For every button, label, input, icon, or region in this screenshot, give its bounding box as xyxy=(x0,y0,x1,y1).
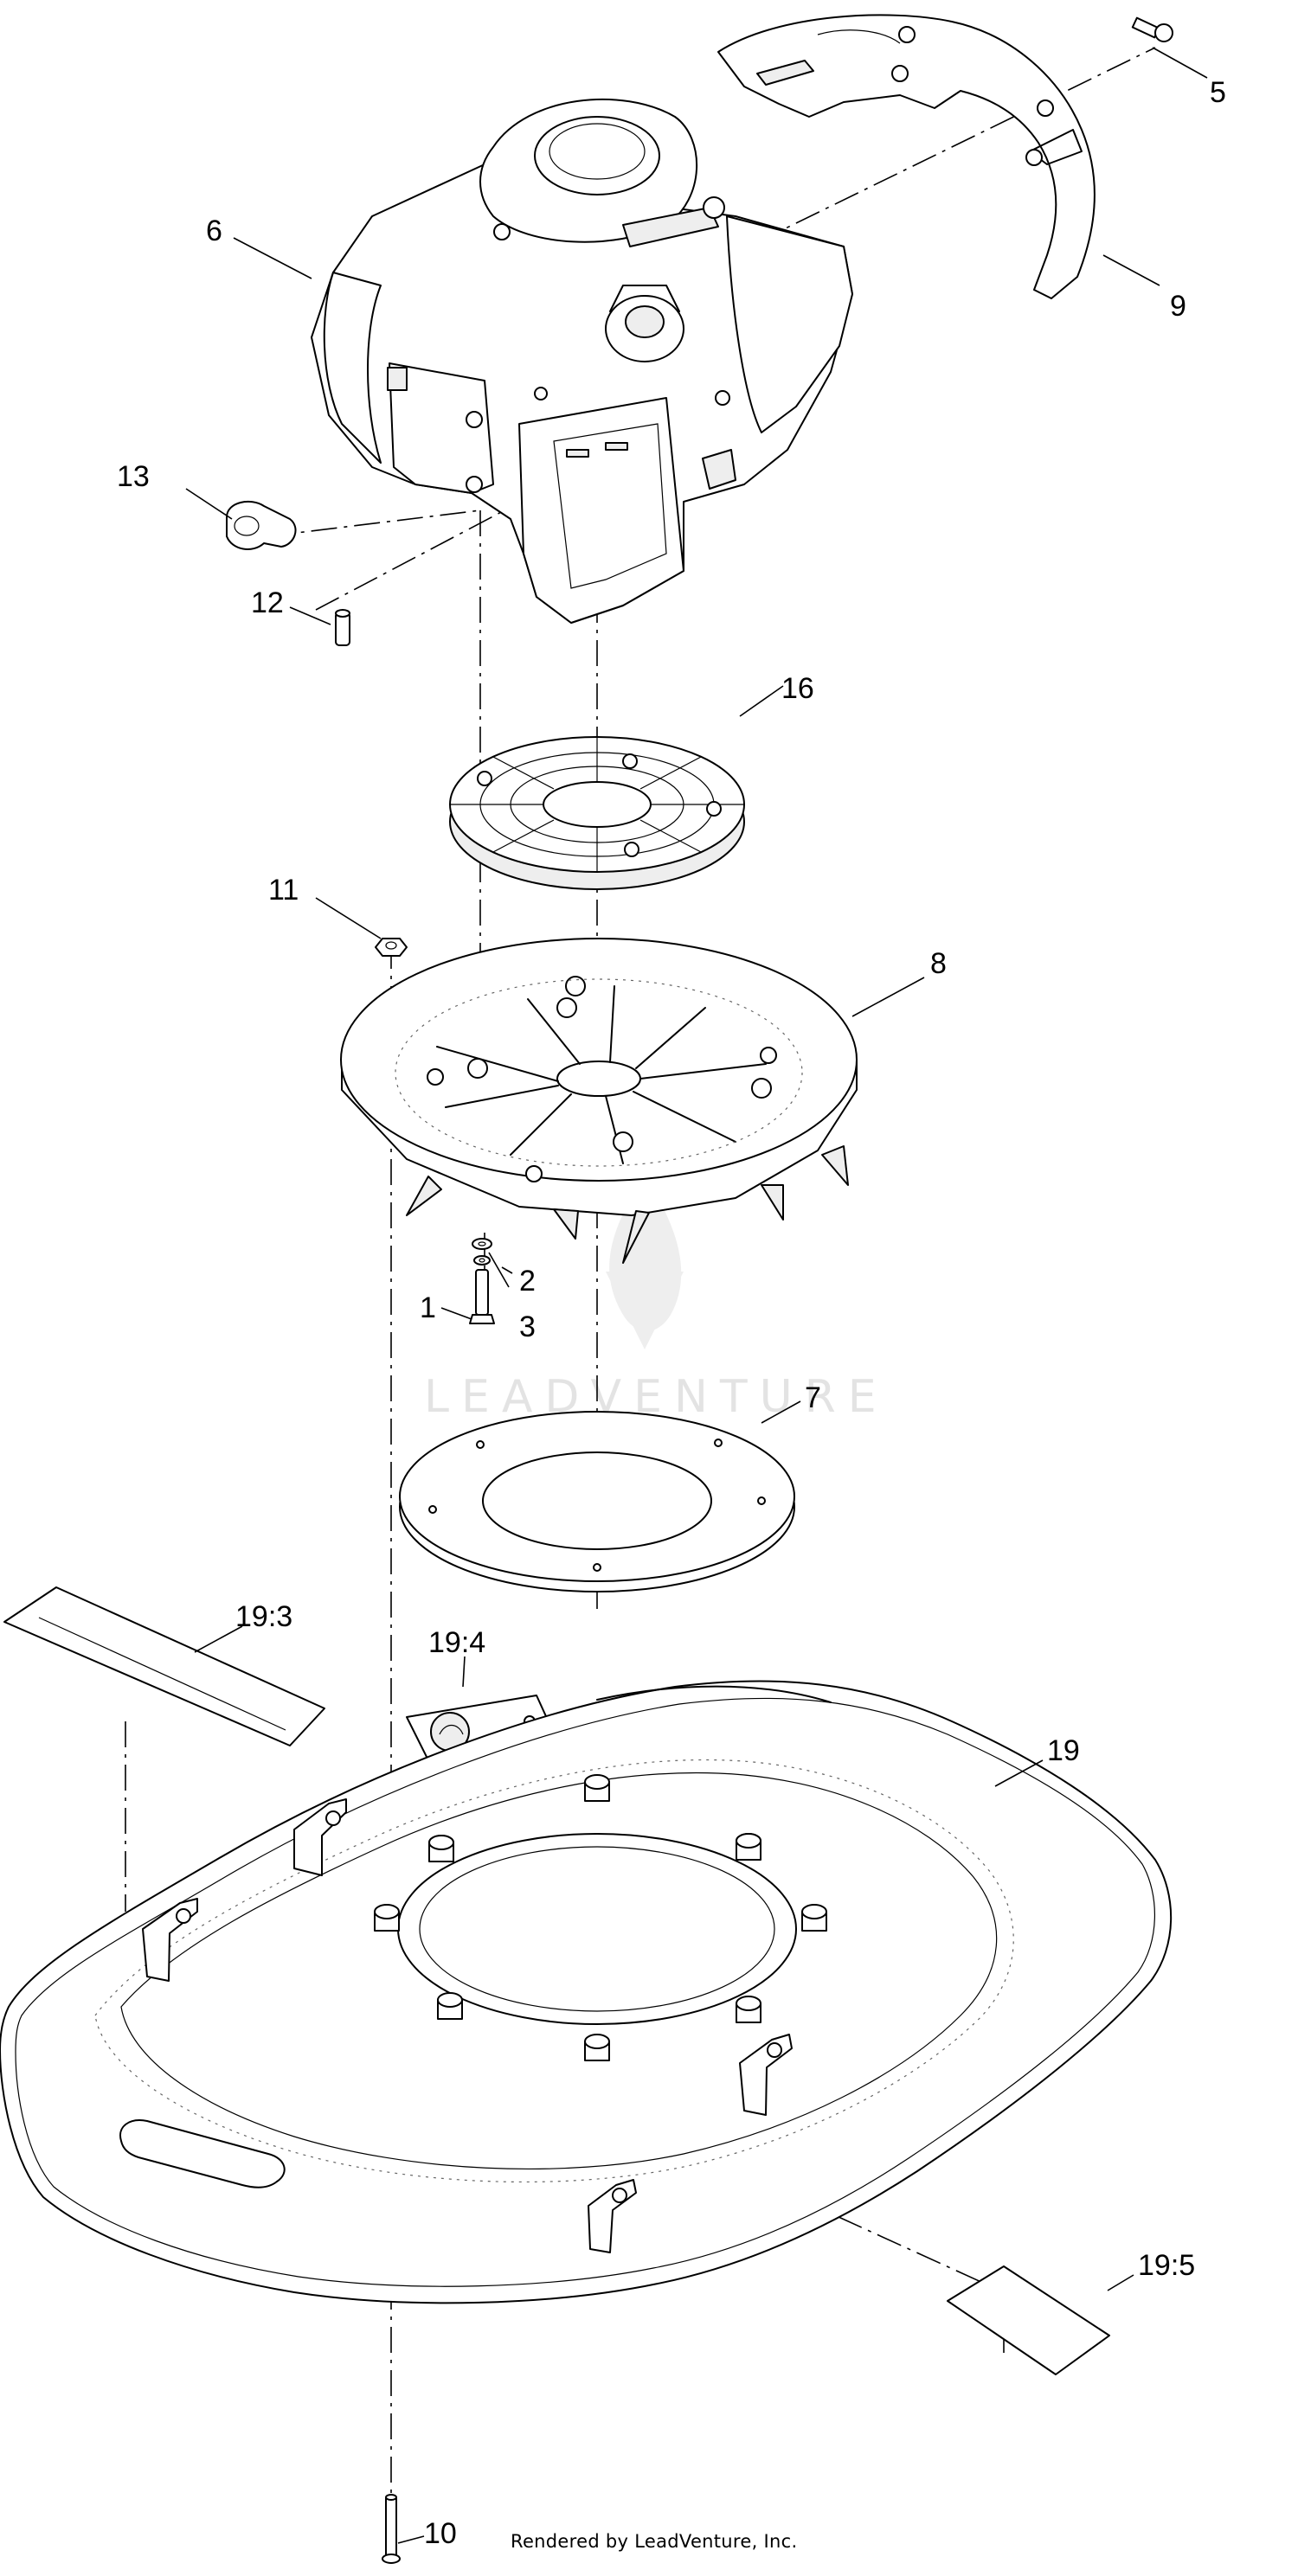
callout-11: 11 xyxy=(268,874,299,907)
screen-part-16[interactable] xyxy=(449,736,745,890)
callout-7: 7 xyxy=(805,1381,821,1414)
render-credit: Rendered by LeadVenture, Inc. xyxy=(511,2531,798,2552)
callout-labels: 5 6 9 13 12 16 11 8 2 1 3 7 19:3 19:4 19… xyxy=(117,76,1226,2550)
gasket-part-7[interactable] xyxy=(399,1411,795,1592)
callout-5: 5 xyxy=(1210,76,1226,109)
callout-3: 3 xyxy=(519,1310,536,1343)
pin-part-12[interactable] xyxy=(335,609,350,646)
impeller-part-8[interactable] xyxy=(340,938,858,1264)
deck-part-19[interactable] xyxy=(0,1680,1173,2304)
bolt-part-1[interactable] xyxy=(469,1269,495,1324)
decal-part-19-5[interactable] xyxy=(947,2265,1110,2375)
guard-part-9[interactable] xyxy=(717,14,1096,299)
screw-part-5[interactable] xyxy=(1131,16,1173,42)
callout-1: 1 xyxy=(420,1291,436,1324)
callout-leader-lines xyxy=(185,47,1208,2544)
callout-2: 2 xyxy=(519,1265,536,1298)
nut-part-11[interactable] xyxy=(375,938,408,957)
callout-16: 16 xyxy=(781,672,814,705)
bolt-part-10[interactable] xyxy=(382,2494,401,2564)
callout-10: 10 xyxy=(424,2517,457,2550)
engine-part-6[interactable] xyxy=(311,98,853,624)
deck-standoffs xyxy=(374,1774,827,2061)
callout-6: 6 xyxy=(206,215,222,247)
callout-9: 9 xyxy=(1170,290,1186,323)
deck-mounting-tabs xyxy=(142,1798,793,2253)
clamp-part-13[interactable] xyxy=(226,500,297,550)
callout-13: 13 xyxy=(117,460,150,493)
callout-19-4: 19:4 xyxy=(428,1626,485,1659)
callout-19: 19 xyxy=(1047,1734,1080,1767)
callout-19-5: 19:5 xyxy=(1138,2249,1195,2282)
callout-12: 12 xyxy=(251,586,284,619)
washer-part-2[interactable] xyxy=(472,1238,492,1250)
decal-part-19-3[interactable] xyxy=(3,1586,325,1746)
callout-19-3: 19:3 xyxy=(235,1600,292,1633)
lockwasher-part-3[interactable] xyxy=(473,1255,491,1266)
callout-8: 8 xyxy=(930,947,947,980)
